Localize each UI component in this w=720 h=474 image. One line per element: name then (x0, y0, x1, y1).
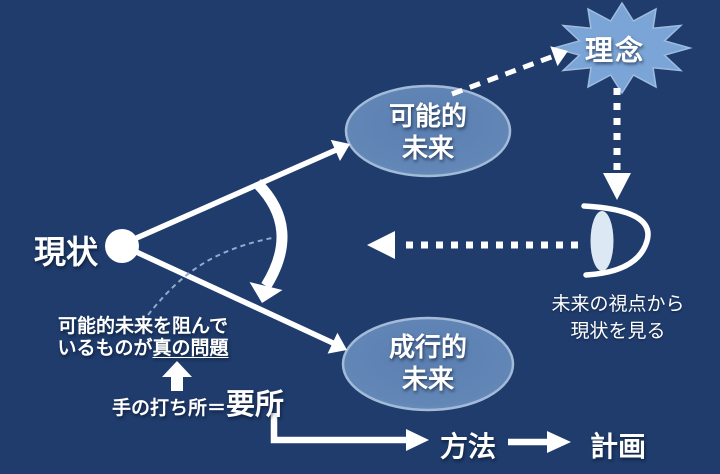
future-view-line1: 未来の視点から (551, 294, 685, 315)
current-state-dot (105, 229, 139, 263)
drift-future-line2: 未来 (401, 364, 454, 394)
problem-note-line2: いるものが真の問題 (57, 338, 229, 359)
current-state-label: 現状 (33, 234, 98, 270)
up-arrow-icon (162, 361, 192, 391)
arrow-to-drift-future (130, 247, 347, 354)
key-point-main: 要所 (226, 389, 285, 421)
drift-future-label: 成行的 未来 (341, 331, 515, 395)
drift-future-ellipse (341, 316, 515, 412)
possible-future-line1: 可能的 (388, 101, 467, 131)
plan-label: 計画 (589, 431, 646, 462)
future-view-caption: 未来の視点から 現状を見る (525, 291, 711, 345)
drift-future-line1: 成行的 (388, 332, 467, 362)
method-label: 方法 (439, 431, 496, 462)
possible-future-ellipse (344, 84, 512, 178)
true-problem-underlined: 真の問題 (152, 338, 229, 359)
possible-future-line2: 未来 (401, 133, 454, 163)
problem-note-line1: 可能的未来を阻んで (57, 316, 229, 337)
dashed-leader-line (147, 237, 273, 316)
ideal-label: 理念 (584, 35, 645, 66)
dotted-arrow-eye-to-left (367, 231, 578, 259)
arrow-to-possible-future (130, 139, 350, 243)
elbow-arrow-to-method (270, 413, 429, 451)
dotted-arrow-ideal-to-eye (603, 88, 631, 200)
possible-future-label: 可能的 未来 (346, 100, 510, 164)
curved-gap-arrow (249, 179, 288, 303)
arrow-method-to-plan (508, 431, 571, 453)
key-point-prefix: 手の打ち所＝ (112, 398, 227, 419)
dashed-arrow-to-ideal (451, 46, 568, 97)
future-view-line2: 現状を見る (570, 321, 666, 342)
problem-note: 可能的未来を阻んで いるものが真の問題 (38, 316, 248, 360)
eye-icon (581, 203, 651, 278)
key-point-label: 手の打ち所＝要所 (112, 381, 322, 423)
